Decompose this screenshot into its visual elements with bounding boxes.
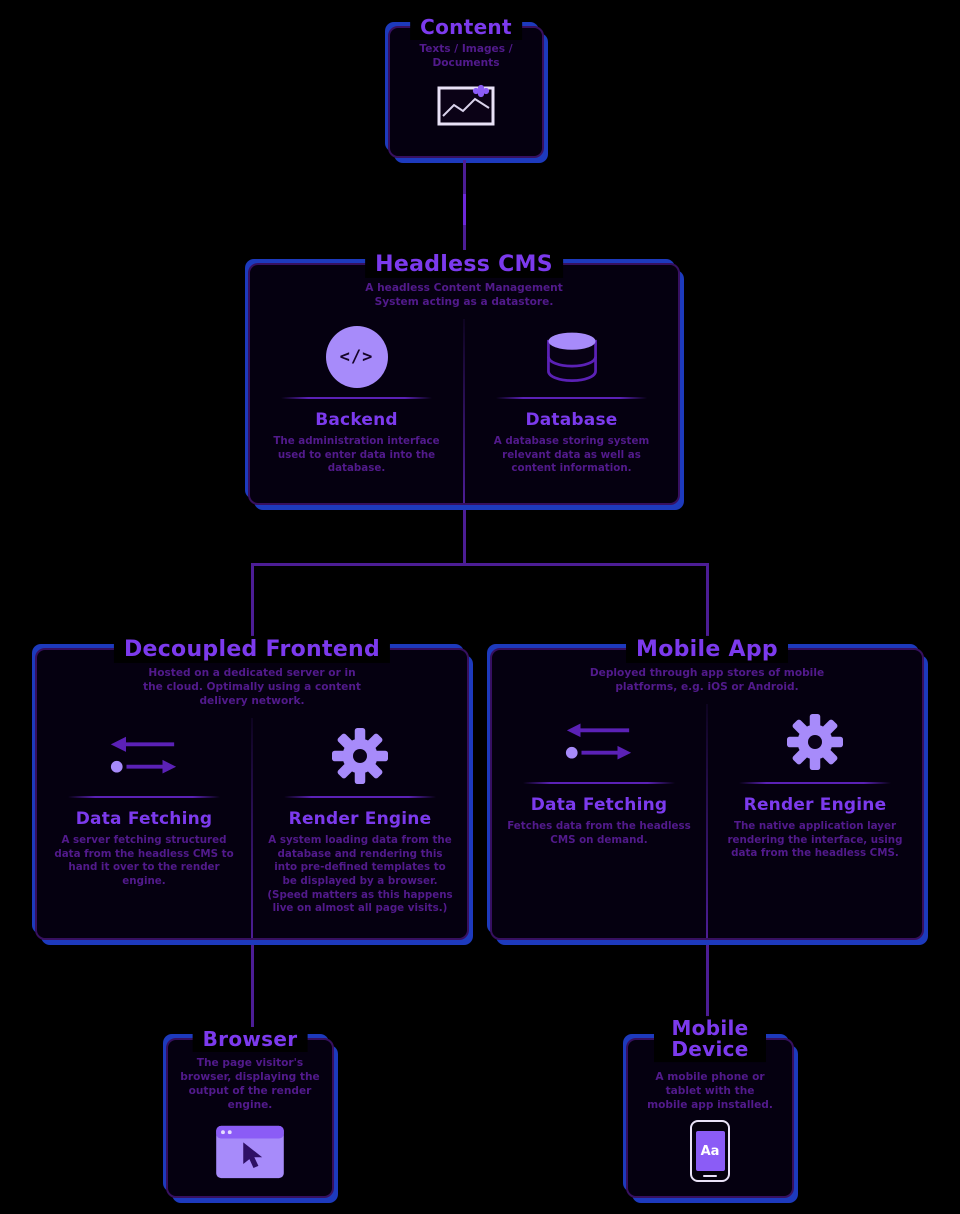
connector-cms-stub [463,507,466,564]
subsection-title: Data Fetching [75,809,213,830]
node-mobile-app: Mobile App Deployed through app stores o… [490,635,924,940]
subsection-description: The native application layer rendering t… [727,820,903,860]
node-title: Mobile Device [654,1016,766,1063]
separator-line [281,397,432,400]
node-description: A mobile phone or tablet with the mobile… [647,1071,773,1112]
column-divider [251,718,253,938]
section-frontend-render-engine: Render Engine A system loading data from… [253,716,467,938]
node-description: Deployed through app stores of mobile pl… [589,667,825,694]
separator-line [284,796,436,799]
separator-line [68,796,220,799]
database-icon [546,332,597,382]
mobile-app-columns: Data Fetching Fetches data from the head… [492,702,922,938]
connector-branch-horizontal [251,563,709,566]
connector-pulse [463,194,466,225]
subsection-title: Database [525,410,618,431]
section-mobile-render-engine: Render Engine The native application lay… [708,702,922,938]
separator-line [523,782,675,785]
node-title: Decoupled Frontend [113,635,391,664]
node-content: Content Texts / Images / Documents [388,15,544,158]
section-mobile-data-fetching: Data Fetching Fetches data from the head… [492,702,706,938]
subsection-description: A system loading data from the database … [267,834,453,915]
connector-branch-to-frontend [251,565,254,648]
column-divider [706,704,708,938]
subsection-description: A database storing system relevant data … [493,435,650,475]
node-mobile-device: Mobile Device A mobile phone or tablet w… [626,1016,794,1198]
node-title: Browser [192,1027,308,1052]
subsection-description: Fetches data from the headless CMS on de… [507,820,691,846]
gear-icon [787,714,843,771]
node-title: Content [410,15,522,40]
phone-screen-text: Aa [700,1143,720,1159]
column-divider [463,319,465,503]
subsection-title: Data Fetching [530,795,668,816]
node-description: Texts / Images / Documents [419,43,513,70]
node-title: Headless CMS [365,250,563,279]
gear-icon [332,728,388,785]
data-transfer-arrows-icon [565,723,632,760]
node-browser: Browser The page visitor's browser, disp… [166,1027,334,1198]
subsection-description: The administration interface used to ent… [273,435,440,475]
separator-line [496,397,647,400]
separator-line [739,782,891,785]
connector-mobile-app-to-device [706,941,709,1037]
node-headless-cms: Headless CMS A headless Content Manageme… [248,250,680,505]
data-transfer-arrows-icon [110,736,177,774]
connector-content-to-cms [463,160,466,250]
code-glyph: </> [339,347,374,368]
node-description: Hosted on a dedicated server or in the c… [143,667,361,708]
cms-columns: </> Backend The administration interface… [250,317,678,503]
subsection-title: Backend [315,410,398,431]
phone-home-indicator [703,1175,717,1178]
subsection-title: Render Engine [743,795,887,816]
node-description: A headless Content Management System act… [365,282,563,309]
section-database: Database A database storing system relev… [465,317,678,503]
node-decoupled-frontend: Decoupled Frontend Hosted on a dedicated… [35,635,469,940]
section-frontend-data-fetching: Data Fetching A server fetching structur… [37,716,251,938]
node-title: Mobile App [626,635,788,664]
connector-frontend-to-browser [251,941,254,1037]
node-description: The page visitor's browser, displaying t… [180,1057,320,1112]
smartphone-icon: Aa [690,1120,730,1183]
image-icon [437,85,495,126]
subsection-description: A server fetching structured data from t… [54,834,234,887]
frontend-columns: Data Fetching A server fetching structur… [37,716,467,938]
browser-window-icon [216,1126,284,1179]
connector-branch-to-mobile-app [706,565,709,648]
subsection-title: Render Engine [288,809,432,830]
section-backend: </> Backend The administration interface… [250,317,463,503]
code-icon: </> [325,326,388,389]
phone-screen: Aa [695,1131,725,1172]
